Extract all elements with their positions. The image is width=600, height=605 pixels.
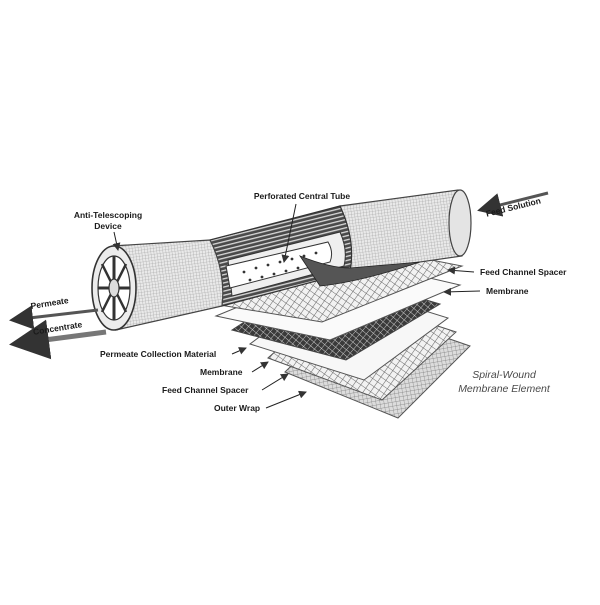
feed-solution-arrow xyxy=(477,191,549,217)
label-feed-channel-spacer-left: Feed Channel Spacer xyxy=(162,385,249,395)
label-membrane-right: Membrane xyxy=(486,286,529,296)
element-right-section xyxy=(339,189,472,273)
anti-telescoping-device xyxy=(91,245,137,331)
caption: Spiral-Wound Membrane Element xyxy=(458,369,551,395)
label-permeate-collection-material: Permeate Collection Material xyxy=(100,349,216,359)
label-outer-wrap: Outer Wrap xyxy=(214,403,260,413)
element-middle-section xyxy=(209,205,421,307)
right-end-cap xyxy=(448,189,472,257)
leader-lines xyxy=(112,203,481,409)
permeate-arrow xyxy=(9,305,99,330)
concentrate-arrow xyxy=(9,319,107,360)
caption-line-2: Membrane Element xyxy=(458,383,551,395)
flow-arrows xyxy=(9,191,549,360)
perforated-central-tube xyxy=(225,241,333,289)
label-membrane-left: Membrane xyxy=(200,367,243,377)
caption-line-1: Spiral-Wound xyxy=(472,369,537,381)
label-permeate: Permeate xyxy=(30,295,70,311)
label-feed-solution: Feed Solution xyxy=(485,195,542,218)
label-anti-telescoping: Anti-Telescoping xyxy=(74,210,142,220)
label-perforated-central-tube: Perforated Central Tube xyxy=(254,191,350,201)
element-left-section xyxy=(111,239,224,331)
label-feed-channel-spacer-right: Feed Channel Spacer xyxy=(480,267,567,277)
label-anti-telescoping-device: Device xyxy=(94,221,122,231)
